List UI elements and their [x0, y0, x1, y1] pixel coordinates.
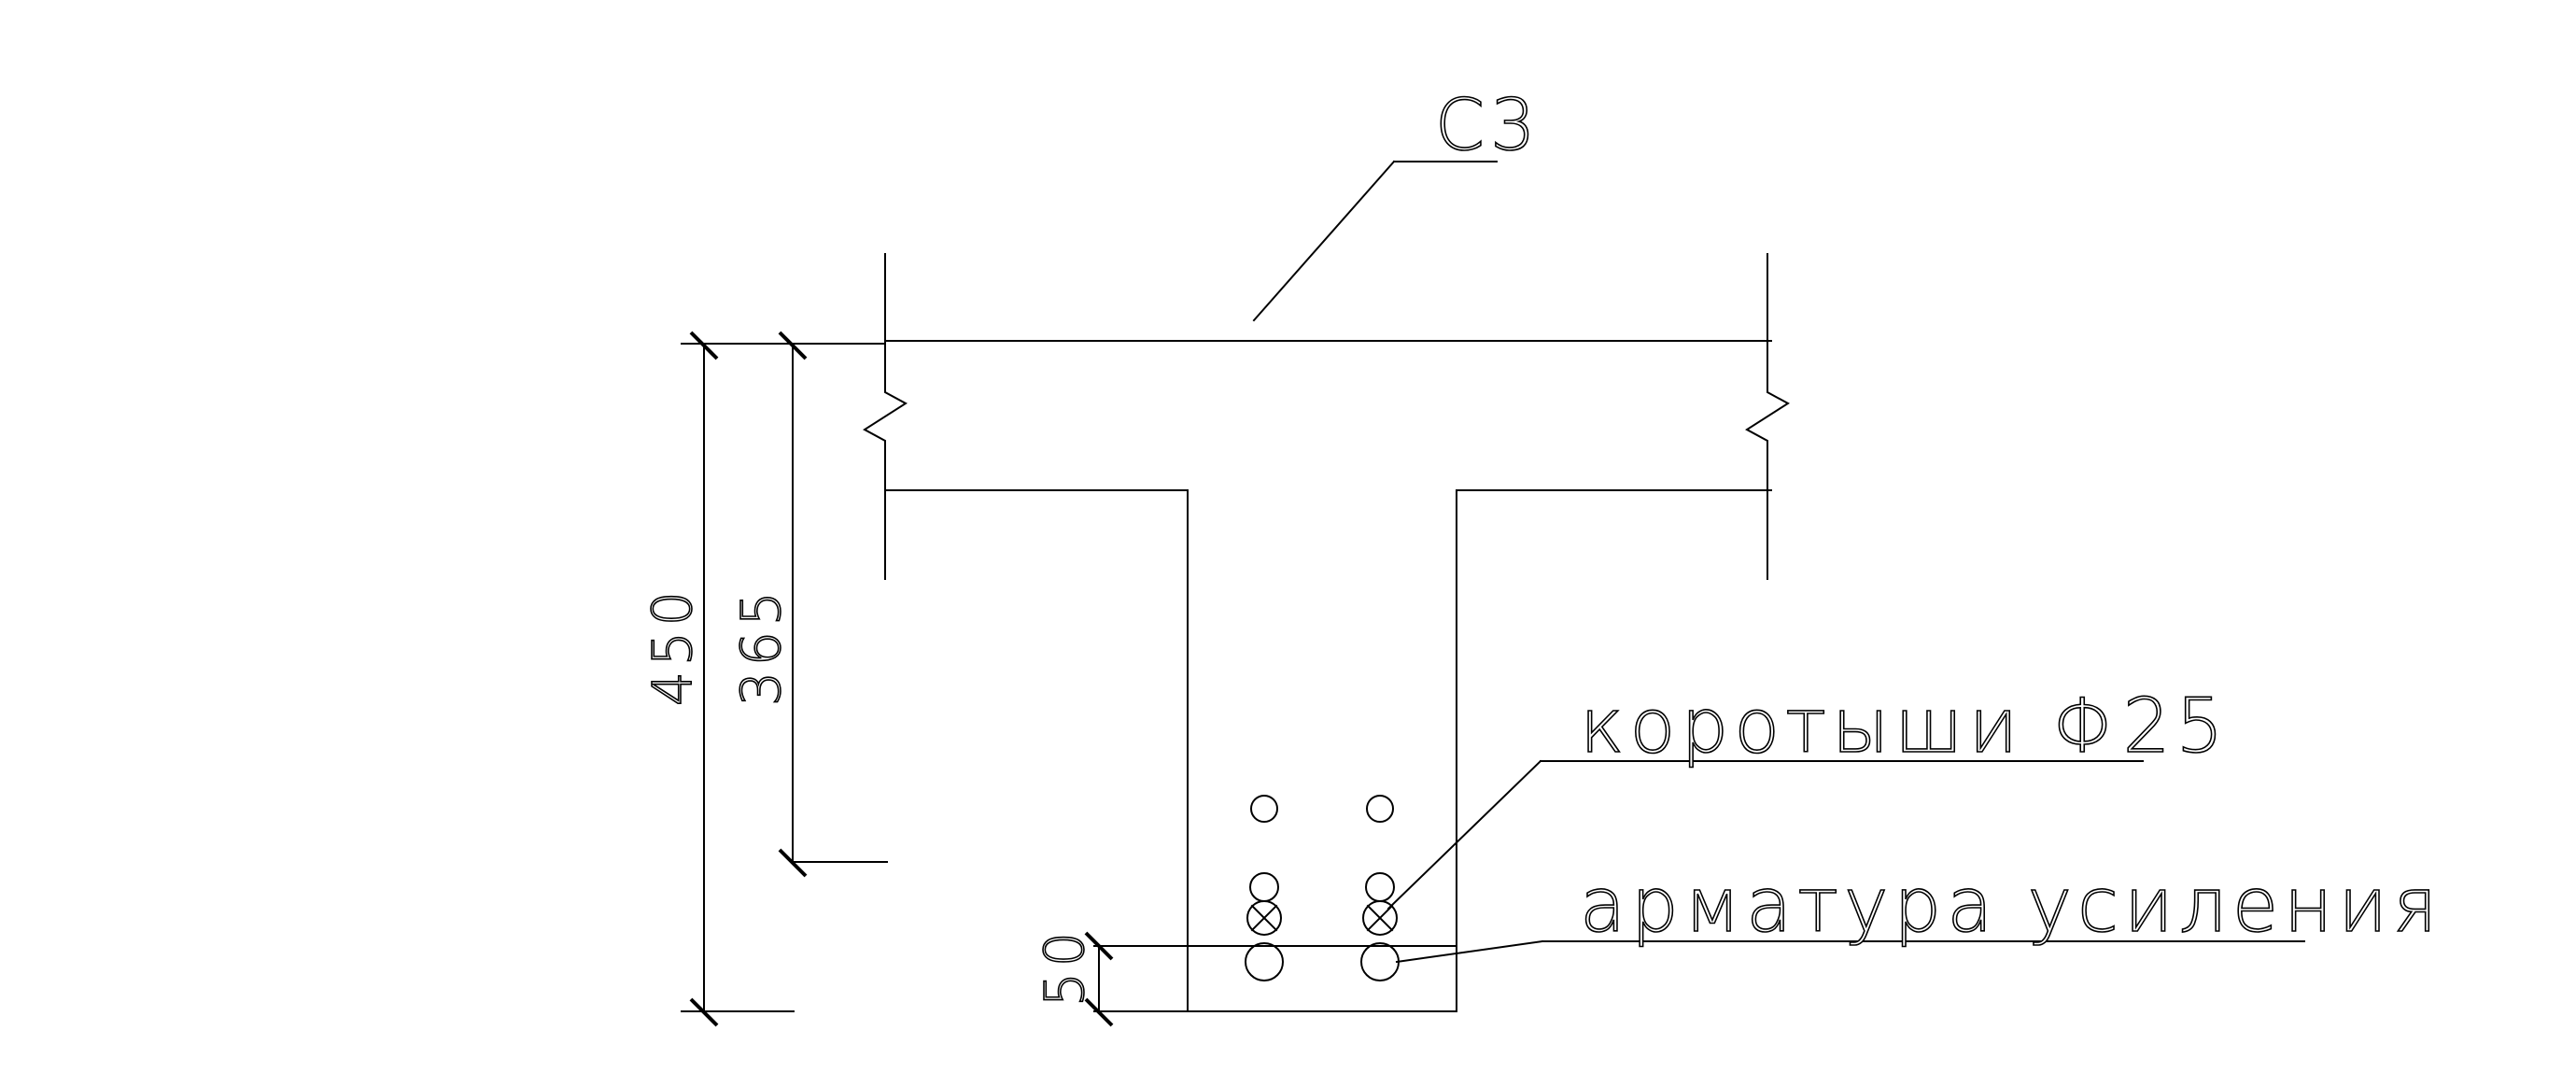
beam-outline: [863, 253, 1790, 1012]
dimension-overall: [681, 331, 886, 1027]
right-break-line: [1745, 253, 1790, 580]
dimension-cover: [1084, 931, 1457, 1027]
dimension-web: [778, 331, 888, 878]
stud-bar-left: [1246, 900, 1282, 936]
dimension-web-label: 365: [729, 586, 793, 706]
reinforcement: [1245, 795, 1400, 981]
dimension-cover-label: 50: [1033, 926, 1096, 1007]
strengthening-bar-left: [1245, 942, 1284, 981]
dimension-overall-label: 450: [640, 586, 704, 706]
section-mark-label: С3: [1435, 83, 1541, 166]
left-break-line: [863, 253, 908, 580]
section-mark-leader: [1252, 160, 1498, 322]
rebar-note-label: арматура усиления: [1580, 862, 2442, 949]
top-bar-left: [1250, 795, 1278, 823]
top-bar-right: [1366, 795, 1394, 823]
rebar-note-leader: [1395, 939, 2305, 964]
stud-note-leader: [1387, 759, 2144, 911]
stud-note-label: коротыши Φ25: [1580, 683, 2229, 769]
upper-bar-right: [1365, 872, 1395, 902]
strengthening-bar-right: [1360, 942, 1400, 981]
upper-bar-left: [1249, 872, 1279, 902]
